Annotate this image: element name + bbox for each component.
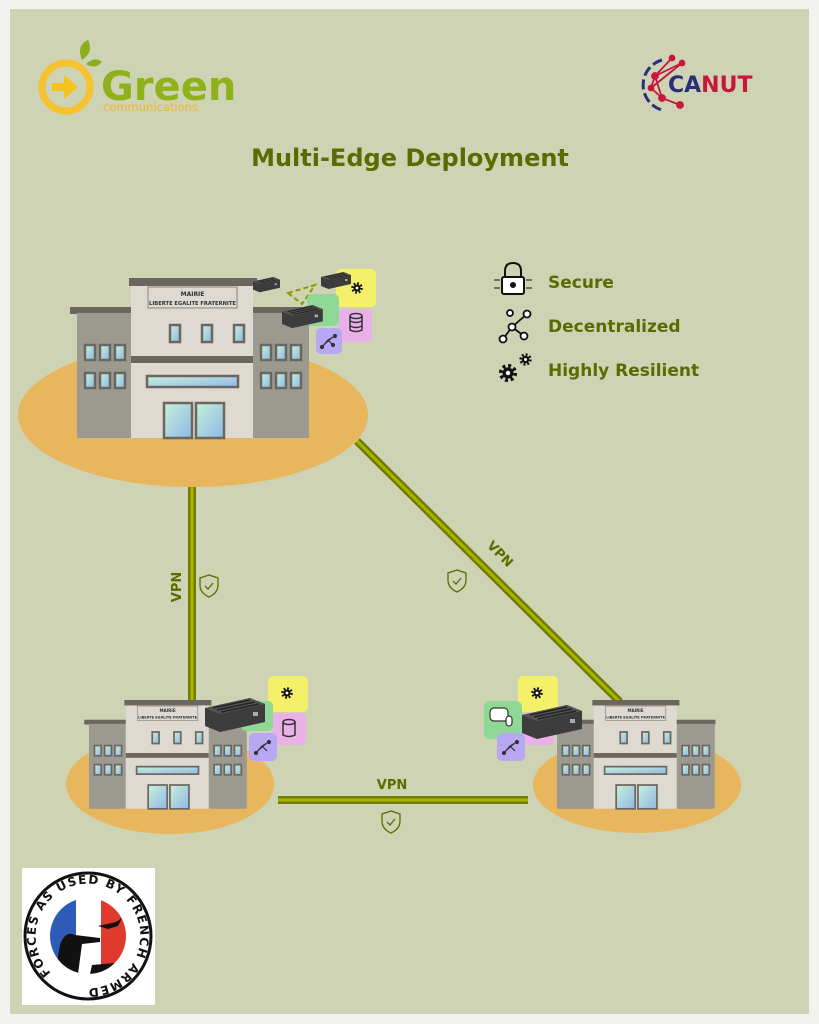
vpn-links: VPN VPN VPN — [170, 438, 623, 834]
logo-green-text: Green — [101, 64, 236, 110]
soldier-silhouette — [55, 933, 100, 974]
database-icon — [349, 312, 363, 333]
building-sign-line2: LIBERTE EGALITE FRATERNITE — [138, 715, 197, 719]
page-title: Multi-Edge Deployment — [251, 144, 569, 172]
building-sign-line2: LIBERTE EGALITE FRATERNITE — [149, 301, 236, 307]
legend-label-secure: Secure — [548, 273, 614, 293]
background-panel — [10, 9, 809, 1014]
database-icon — [282, 718, 296, 738]
french-armed-forces-badge: FORCES AS USED BY FRENCH ARMED — [22, 868, 155, 1005]
network-icon — [501, 739, 520, 756]
lock-icon — [494, 261, 532, 295]
building-main: MAIRIE LIBERTE EGALITE FRATERNITE — [68, 276, 312, 440]
edge-cluster-right — [484, 676, 583, 761]
edge-cluster-left — [204, 676, 308, 761]
building-right: MAIRIE LIBERTE EGALITE FRATERNITE — [551, 699, 717, 810]
network-icon — [253, 739, 272, 756]
vpn-link-diagonal — [354, 438, 623, 705]
shield-check-icon — [199, 574, 219, 598]
shield-check-icon — [381, 810, 401, 834]
legend-item-decentralized: Decentralized — [498, 309, 681, 344]
building-sign-line1: MAIRIE — [627, 708, 643, 713]
building-sign-line1: MAIRIE — [181, 291, 205, 298]
canut-logo-text: CANUT — [668, 73, 752, 98]
mesh-link — [285, 283, 318, 306]
edge-cluster-main — [252, 269, 376, 354]
chat-icon — [489, 707, 513, 727]
legend: Secure Decentralized Highly Resilient — [494, 261, 699, 383]
canut-logo: CANUT — [641, 54, 752, 112]
vpn-label-horizontal: VPN — [377, 778, 407, 793]
legend-label-highly-resilient: Highly Resilient — [548, 361, 699, 381]
legend-label-decentralized: Decentralized — [548, 317, 681, 337]
shield-check-icon — [447, 569, 467, 593]
arrow-right-icon — [52, 75, 78, 99]
building-sign-line2: LIBERTE EGALITE FRATERNITE — [606, 715, 665, 719]
logo-communications-text: communications — [103, 100, 198, 114]
building-sign-line1: MAIRIE — [159, 708, 175, 713]
building-left: MAIRIE LIBERTE EGALITE FRATERNITE — [83, 699, 249, 810]
legend-item-highly-resilient: Highly Resilient — [498, 353, 699, 383]
logo-ring — [38, 59, 94, 115]
green-communications-logo: Green communications — [38, 40, 236, 115]
network-nodes-icon — [498, 309, 532, 344]
app-tile-database — [339, 309, 372, 342]
legend-item-secure: Secure — [494, 261, 614, 295]
leaf-icon — [80, 40, 102, 67]
app-tile-database — [273, 713, 306, 745]
network-icon — [319, 333, 338, 350]
vpn-label-vertical: VPN — [170, 572, 185, 602]
